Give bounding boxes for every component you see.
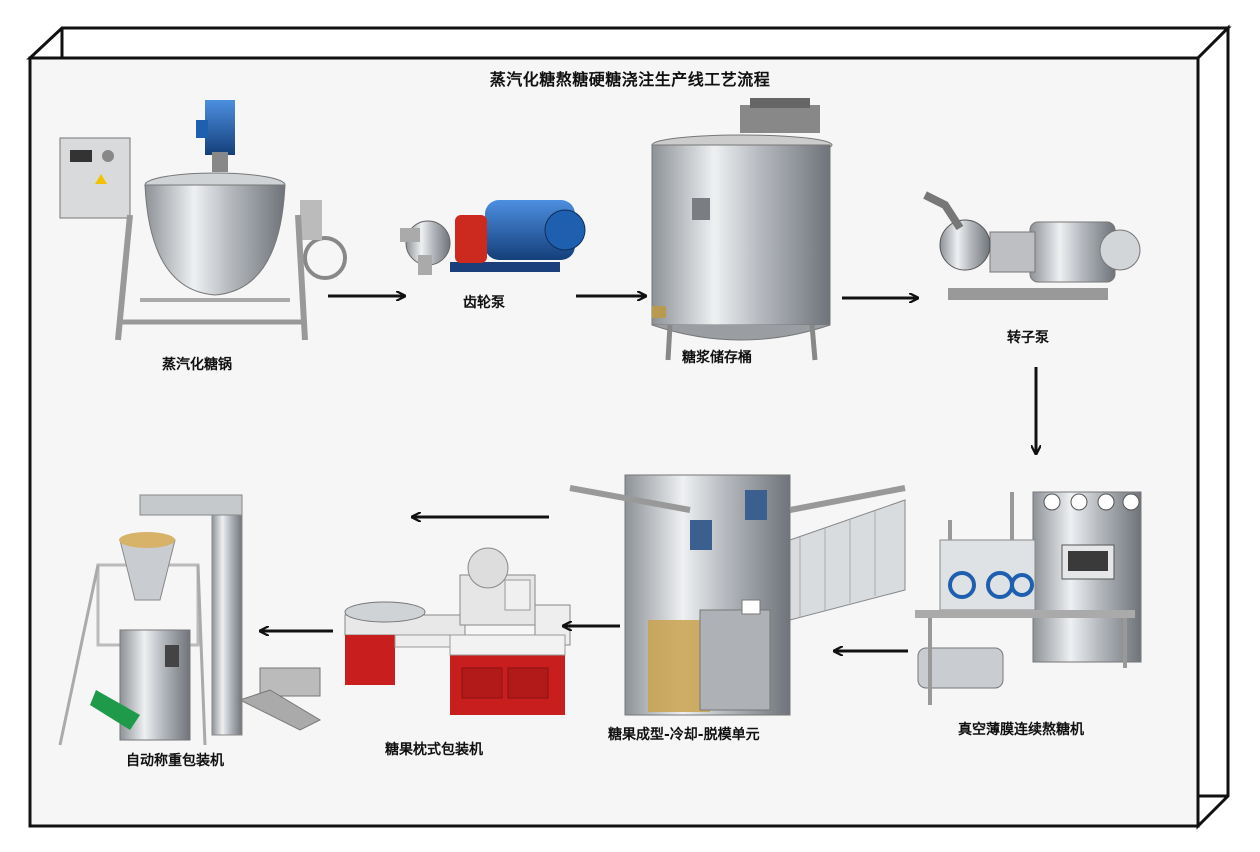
- diagram-title: 蒸汽化糖熬糖硬糖浇注生产线工艺流程: [489, 70, 771, 89]
- label-rotor-pump: 转子泵: [1007, 330, 1049, 346]
- label-syrup-storage-tank: 糖浆储存桶: [682, 350, 752, 366]
- vacuum-film-cooker: [915, 491, 1142, 705]
- label-steam-sugar-kettle: 蒸汽化糖锅: [162, 357, 232, 373]
- rotor-pump: [923, 191, 1141, 300]
- label-forming-cooling-unit: 糖果成型-冷却-脱模单元: [608, 727, 760, 743]
- label-gear-pump: 齿轮泵: [463, 295, 505, 311]
- flow-arrows: [261, 296, 1036, 651]
- steam-sugar-kettle: [59, 100, 347, 341]
- syrup-storage-tank: [651, 98, 833, 361]
- label-vacuum-film-cooker: 真空薄膜连续熬糖机: [958, 722, 1084, 738]
- forming-cooling-unit: [569, 474, 906, 716]
- weighing-packing-machine: [58, 494, 322, 746]
- label-pillow-packing-machine: 糖果枕式包装机: [385, 742, 483, 758]
- label-weighing-packing-machine: 自动称重包装机: [126, 753, 224, 769]
- gear-pump: [400, 200, 586, 275]
